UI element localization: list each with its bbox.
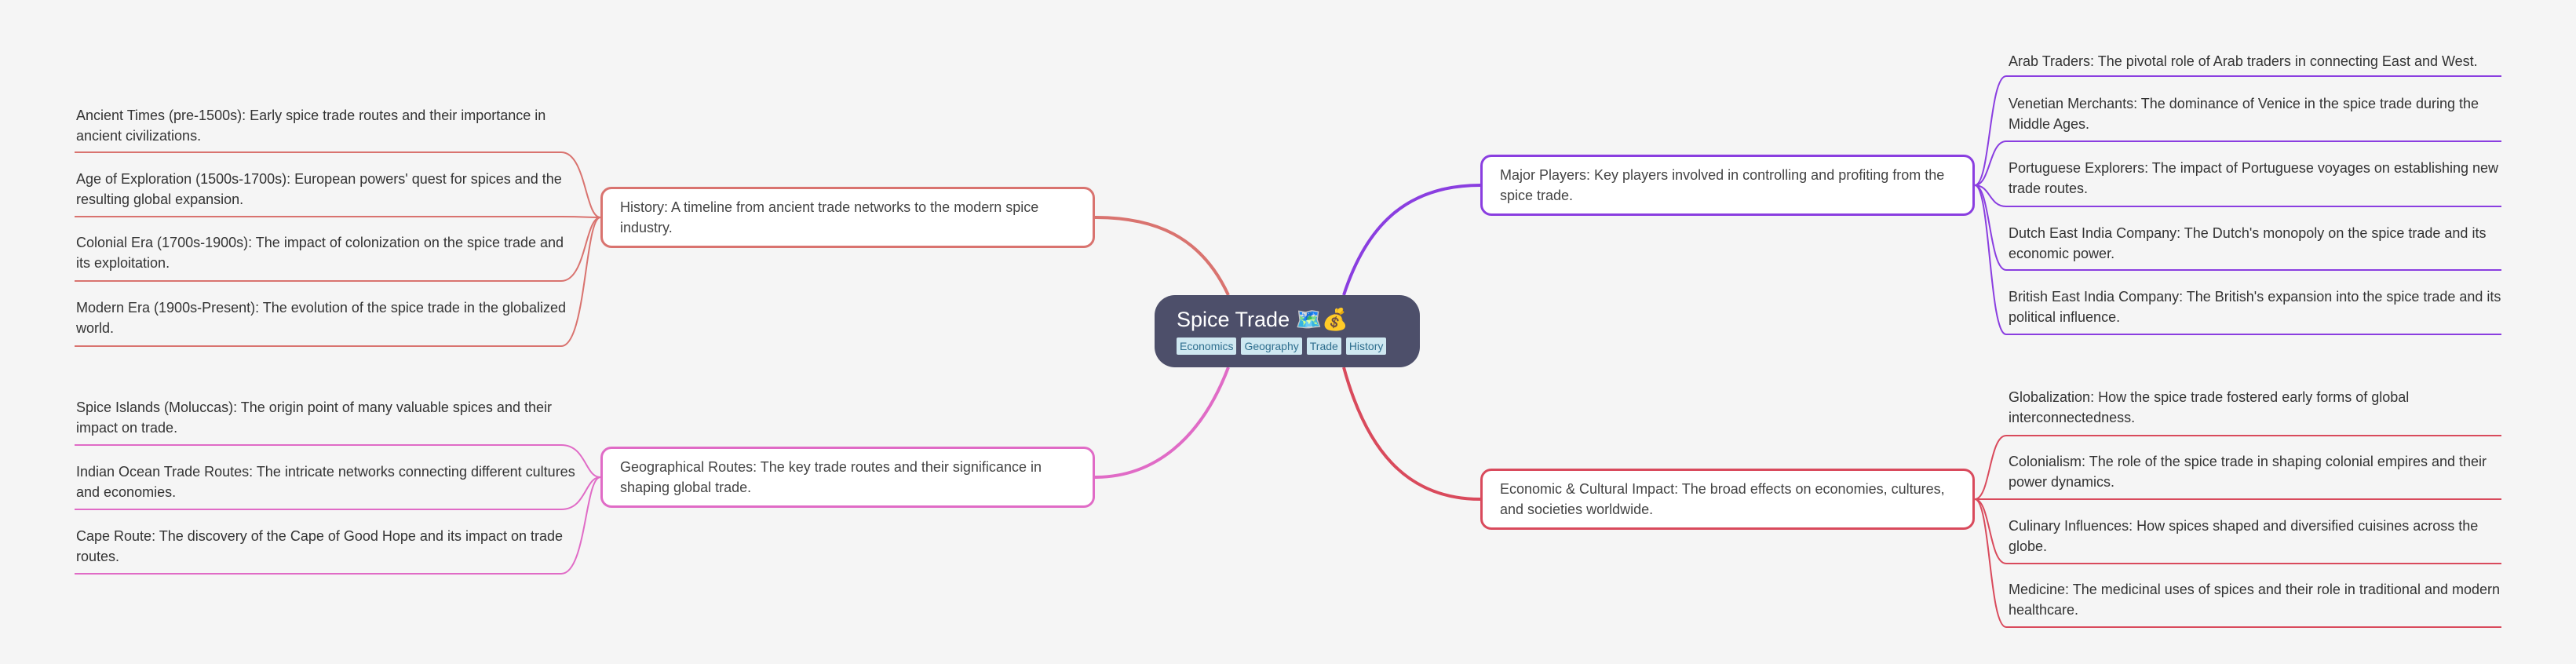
topic-major-players[interactable]: Major Players: Key players involved in c…	[1480, 155, 1975, 216]
leaf-geo-spice-islands[interactable]: Spice Islands (Moluccas): The origin poi…	[76, 399, 552, 436]
topic-geographical-routes[interactable]: Geographical Routes: The key trade route…	[600, 447, 1095, 508]
connector-geographical	[1094, 367, 1230, 479]
leaf-geo-indian-ocean[interactable]: Indian Ocean Trade Routes: The intricate…	[76, 464, 575, 500]
leaf-impact-globalization[interactable]: Globalization: How the spice trade foste…	[2009, 389, 2410, 425]
leaf-players-british[interactable]: British East India Company: The British'…	[2009, 289, 2501, 325]
branch-geographical-2	[560, 476, 601, 575]
leaf-history-ancient[interactable]: Ancient Times (pre-1500s): Early spice t…	[76, 108, 546, 144]
tag-economics[interactable]: Economics	[1177, 337, 1237, 355]
central-topic-title: Spice Trade 🗺️💰	[1177, 308, 1348, 331]
branch-players-4	[1974, 184, 2007, 335]
leaf-history-modern[interactable]: Modern Era (1900s-Present): The evolutio…	[76, 300, 567, 336]
branch-history-2	[560, 217, 601, 282]
leaf-geo-cape-route[interactable]: Cape Route: The discovery of the Cape of…	[76, 528, 564, 564]
connector-players	[1342, 184, 1481, 296]
tag-geography[interactable]: Geography	[1241, 337, 1302, 355]
leaf-players-venetian[interactable]: Venetian Merchants: The dominance of Ven…	[2009, 96, 2479, 132]
tag-trade[interactable]: Trade	[1306, 337, 1341, 355]
topic-history[interactable]: History: A timeline from ancient trade n…	[600, 187, 1095, 248]
branch-players-1	[1974, 140, 2007, 186]
branch-impact-3	[1974, 498, 2007, 628]
branch-impact-2	[1974, 498, 2007, 564]
branch-history-0	[560, 151, 601, 218]
branch-players-0	[1974, 75, 2007, 186]
connector-impact	[1342, 367, 1481, 501]
connector-history	[1094, 216, 1230, 296]
leaf-impact-colonialism[interactable]: Colonialism: The role of the spice trade…	[2009, 454, 2487, 490]
branch-geographical-0	[560, 444, 601, 478]
leaf-players-dutch[interactable]: Dutch East India Company: The Dutch's mo…	[2009, 225, 2487, 261]
leaf-players-portuguese[interactable]: Portuguese Explorers: The impact of Port…	[2009, 160, 2499, 196]
branch-players-3	[1974, 184, 2007, 271]
branch-geographical-1	[560, 476, 601, 510]
central-topic[interactable]: Spice Trade 🗺️💰 Economics Geography Trad…	[1155, 295, 1420, 367]
branch-players-2	[1974, 184, 2007, 207]
branch-history-3	[560, 217, 601, 347]
branch-impact-0	[1974, 435, 2007, 500]
leaf-impact-medicine[interactable]: Medicine: The medicinal uses of spices a…	[2009, 582, 2501, 618]
leaf-impact-culinary[interactable]: Culinary Influences: How spices shaped a…	[2009, 518, 2479, 554]
tag-history[interactable]: History	[1345, 337, 1387, 355]
tag-list: Economics Geography Trade History	[1177, 337, 1398, 355]
leaf-history-colonial[interactable]: Colonial Era (1700s-1900s): The impact o…	[76, 235, 564, 271]
leaf-history-exploration[interactable]: Age of Exploration (1500s-1700s): Europe…	[76, 171, 562, 207]
leaf-players-arab[interactable]: Arab Traders: The pivotal role of Arab t…	[2009, 53, 2478, 69]
topic-economic-cultural-impact[interactable]: Economic & Cultural Impact: The broad ef…	[1480, 469, 1975, 530]
